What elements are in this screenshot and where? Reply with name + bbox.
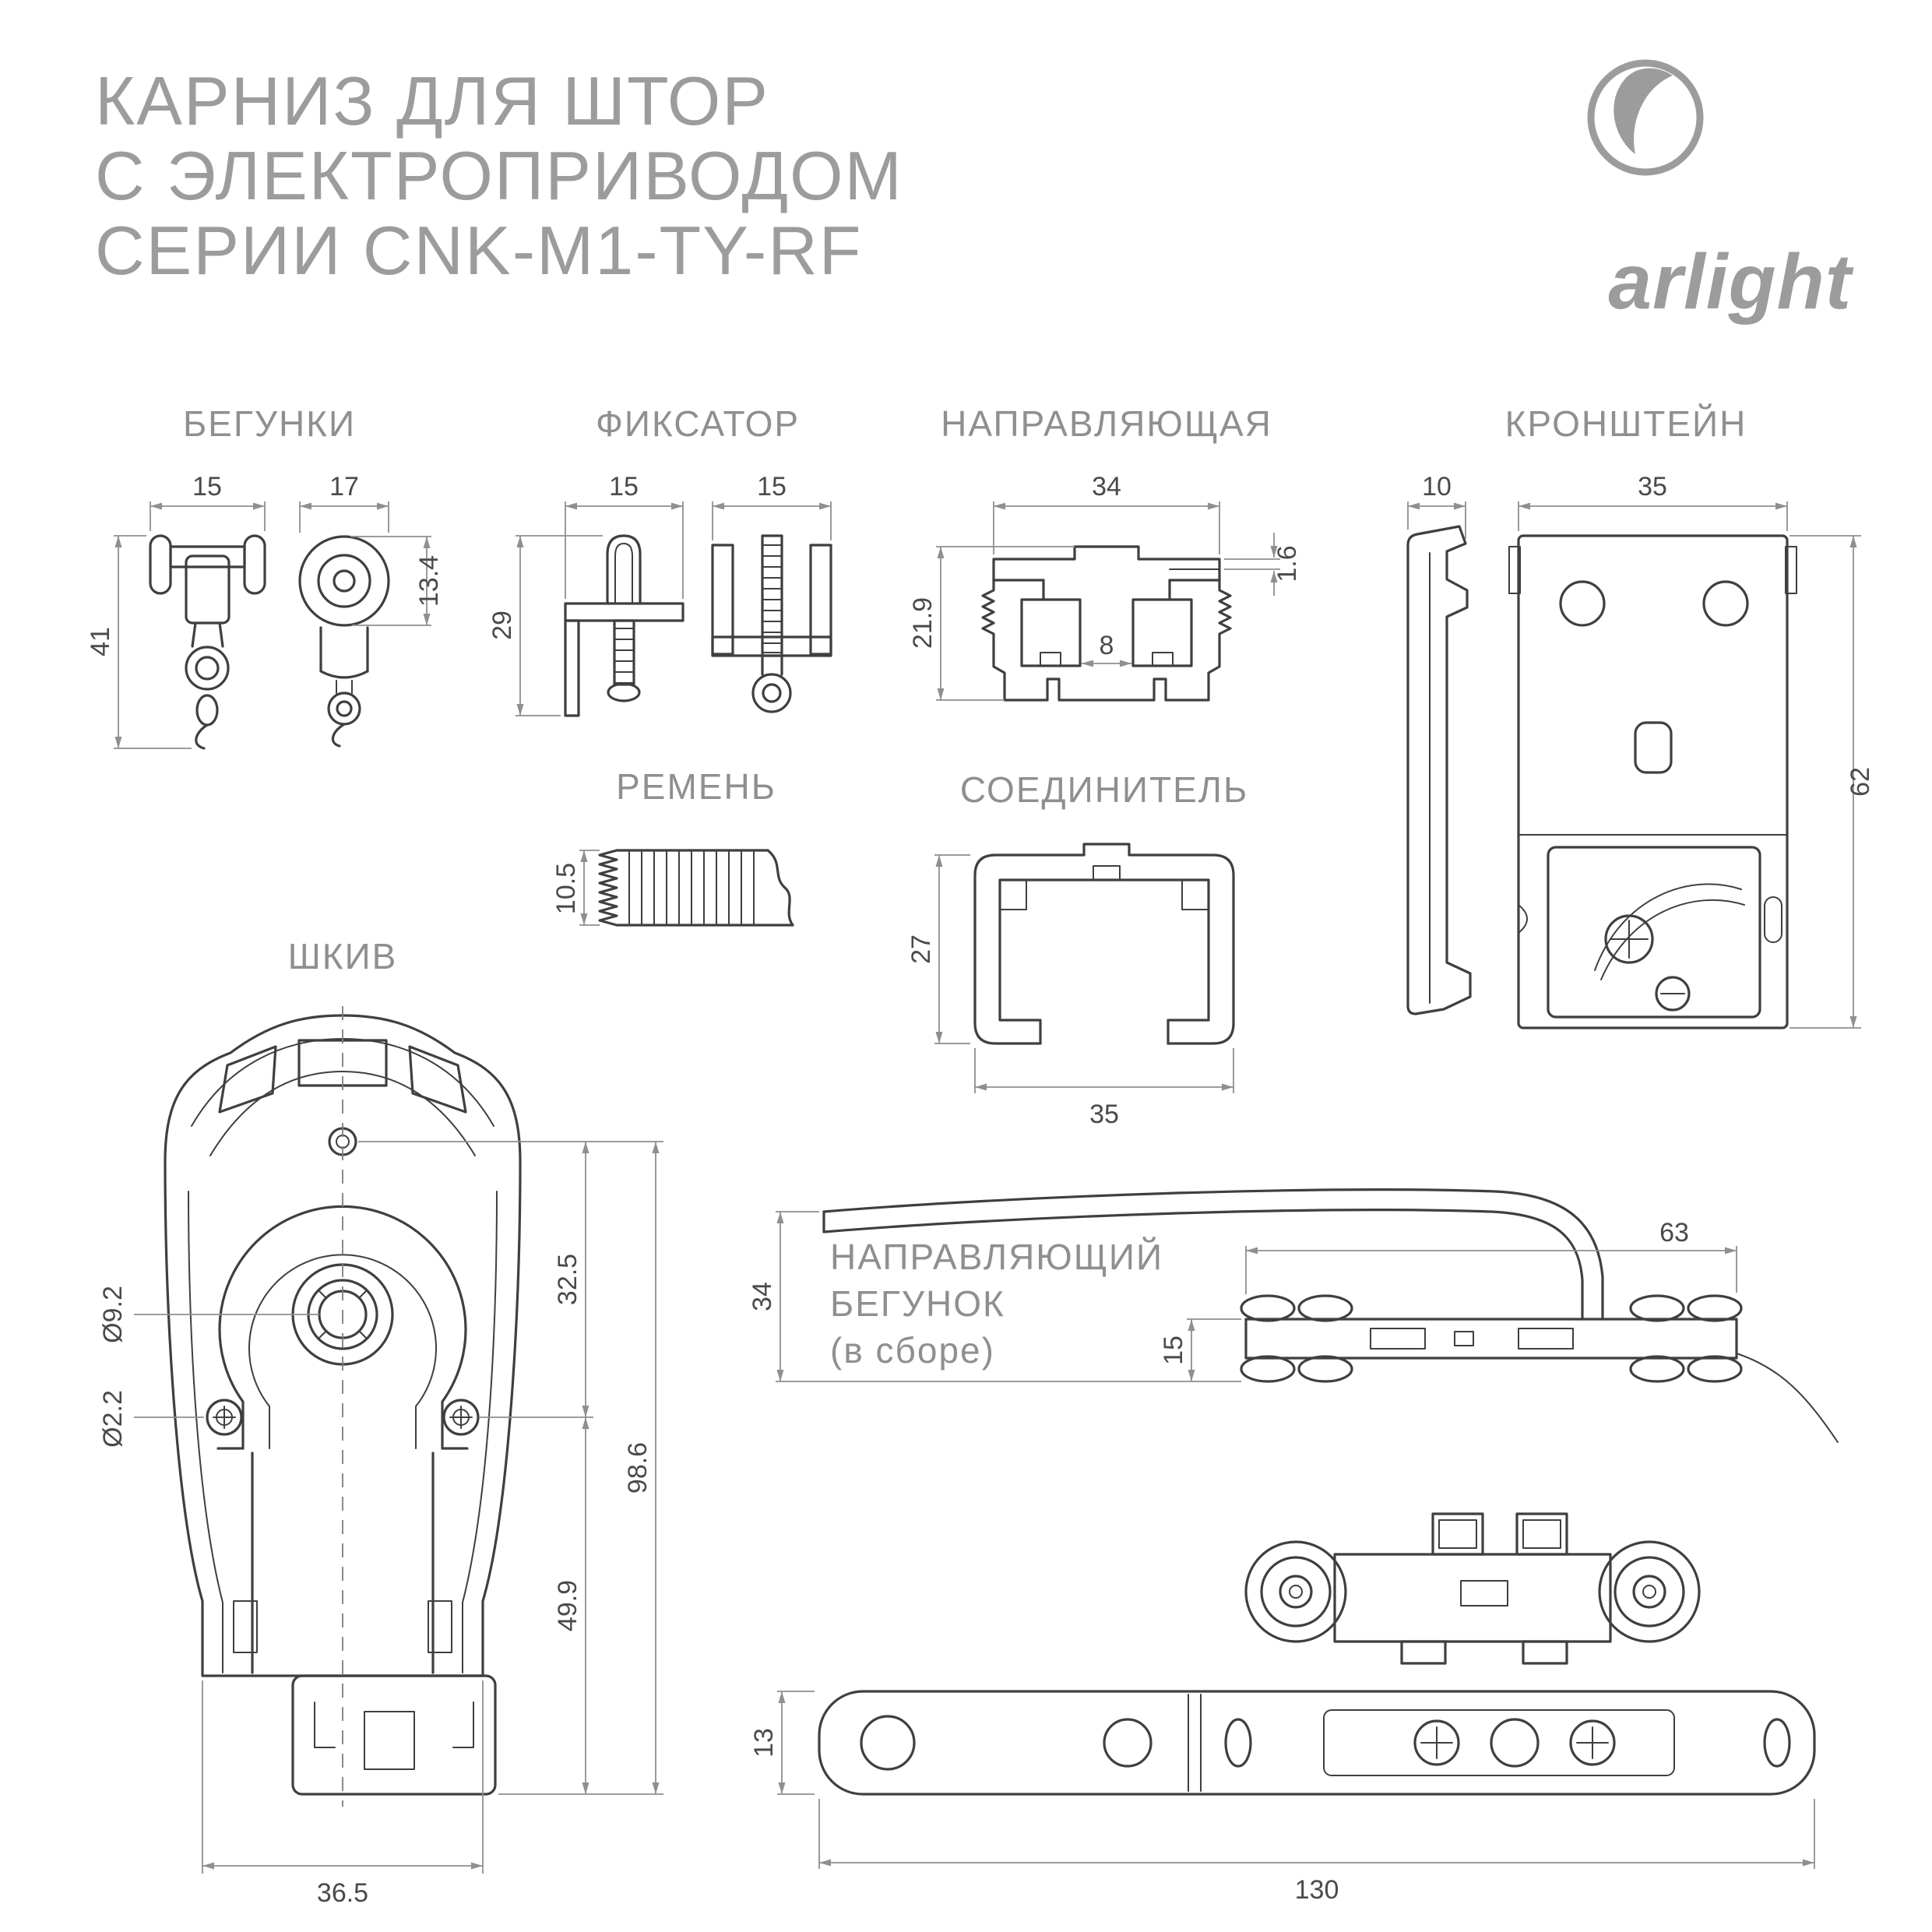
dim-pulley-bore-diameter: Ø9.2	[98, 1286, 319, 1343]
page-title-line2: С ЭЛЕКТРОПРИВОДОМ	[95, 137, 903, 214]
dim-guide-runner-bar-height: 13	[749, 1691, 815, 1795]
page-title-line1: КАРНИЗ ДЛЯ ШТОР	[95, 62, 769, 139]
dim-guide-runner-bar-length: 130	[818, 1799, 1815, 1905]
section-label-guide-runner-line2: БЕГУНОК	[830, 1283, 1005, 1324]
guide-runner-top-view	[1244, 1512, 1701, 1665]
fixator-drawing: 15 15 29	[487, 472, 832, 717]
dim-text: Ø2.2	[98, 1390, 128, 1448]
section-label-guide-runner-line3: (в сборе)	[830, 1330, 995, 1371]
arlight-logo-ring-icon	[1587, 59, 1704, 176]
runners-drawing: 15 17 41 13.4	[86, 472, 444, 750]
dim-text: 15	[1159, 1336, 1188, 1365]
dim-guide-rail-slot: 8	[1082, 631, 1131, 667]
dim-connector-width: 35	[974, 1048, 1234, 1129]
connector-drawing: 27 35	[906, 843, 1235, 1129]
dim-fixator-right-width: 15	[712, 472, 832, 540]
dim-guide-runner-overall-height: 34	[748, 1211, 1241, 1382]
dim-text: 10	[1422, 472, 1452, 501]
dim-guide-rail-wall: 1.6	[1224, 533, 1302, 596]
dim-text: 130	[1295, 1875, 1339, 1905]
bracket-drawing: 10 35 62	[1406, 472, 1875, 1029]
dim-guide-rail-height: 21.9	[908, 546, 1075, 701]
dim-text: 8	[1100, 631, 1114, 660]
section-label-connector: СОЕДИНИТЕЛЬ	[960, 769, 1248, 810]
section-label-runners: БЕГУНКИ	[183, 403, 356, 444]
dim-guide-runner-arm-length: 63	[1245, 1218, 1737, 1294]
guide-runner-side-view	[822, 1188, 1839, 1443]
bracket-front-view	[1508, 534, 1797, 1029]
dim-bracket-side-width: 10	[1407, 472, 1466, 539]
dim-text: 36.5	[317, 1878, 368, 1908]
dim-text: 29	[487, 611, 517, 640]
dim-pulley-width: 36.5	[202, 1680, 484, 1908]
runner-front-view	[149, 534, 266, 750]
dim-fixator-left-width: 15	[565, 472, 684, 599]
dim-text: 35	[1638, 472, 1667, 501]
runner-side-view	[298, 535, 390, 748]
dim-runners-roller-height: 13.4	[350, 536, 444, 626]
section-label-pulley: ШКИВ	[288, 936, 398, 977]
dim-text: 34	[1092, 472, 1121, 501]
dim-text: 41	[86, 627, 115, 656]
page-title-line3: СЕРИИ CNK-M1-TY-RF	[95, 212, 863, 289]
dim-pulley-lower-height: 49.9	[498, 1417, 663, 1795]
dim-pulley-total-height: 98.6	[623, 1142, 660, 1794]
dim-text: 13	[749, 1728, 779, 1758]
dim-runners-side-width: 17	[299, 472, 389, 533]
dim-text: 34	[748, 1282, 777, 1311]
dim-text: 21.9	[908, 597, 938, 649]
dim-text: 15	[192, 472, 222, 501]
dim-text: 15	[757, 472, 787, 501]
dim-text: 1.6	[1272, 545, 1302, 582]
guide-rail-drawing: 34 1.6 21.9 8	[908, 472, 1302, 702]
section-label-fixator: ФИКСАТОР	[596, 403, 800, 444]
section-label-belt: РЕМЕНЬ	[616, 766, 776, 807]
dim-runners-height: 41	[86, 535, 192, 749]
arlight-logo-text: arlight	[1608, 238, 1853, 326]
dim-bracket-front-width: 35	[1518, 472, 1788, 531]
dim-text: 32.5	[553, 1254, 582, 1305]
dim-guide-rail-width: 34	[993, 472, 1220, 554]
arlight-logo: arlight	[1587, 59, 1853, 326]
section-label-guide-runner-line1: НАПРАВЛЯЮЩИЙ	[830, 1237, 1163, 1277]
dim-text: 10.5	[551, 863, 581, 914]
dim-text: 27	[906, 934, 936, 964]
bracket-side-view	[1406, 525, 1472, 1015]
dim-guide-runner-carriage-height: 15	[1159, 1318, 1241, 1381]
dim-text: 98.6	[623, 1442, 653, 1494]
dim-text: 62	[1846, 767, 1875, 797]
dim-text: Ø9.2	[98, 1286, 128, 1343]
section-label-bracket: КРОНШТЕЙН	[1505, 403, 1747, 444]
dim-text: 15	[609, 472, 639, 501]
dim-bracket-height: 62	[1789, 535, 1875, 1029]
pulley-drawing: 32.5 49.9 98.6 Ø9.2 Ø2.2 36.5	[98, 1006, 663, 1908]
fixator-front-view	[711, 534, 832, 713]
dim-fixator-height: 29	[487, 535, 603, 716]
dim-runners-front-width: 15	[150, 472, 266, 531]
arlight-logo-flame-icon	[1614, 68, 1673, 154]
dim-pulley-screw-diameter: Ø2.2	[98, 1390, 204, 1448]
dim-text: 63	[1659, 1218, 1689, 1248]
guide-runner-drawing: 63 34 15 13 130	[748, 1188, 1839, 1905]
dim-text: 49.9	[553, 1580, 582, 1631]
dim-connector-height: 27	[906, 854, 970, 1044]
dim-text: 17	[329, 472, 359, 501]
fixator-side-view	[564, 534, 684, 717]
page-header: КАРНИЗ ДЛЯ ШТОР С ЭЛЕКТРОПРИВОДОМ СЕРИИ …	[95, 59, 1853, 326]
belt-drawing: 10.5	[551, 849, 794, 927]
dim-text: 13.4	[414, 555, 444, 607]
section-label-guide-rail: НАПРАВЛЯЮЩАЯ	[941, 403, 1272, 444]
dim-text: 35	[1089, 1100, 1119, 1129]
dim-belt-height: 10.5	[551, 850, 600, 926]
guide-runner-bottom-view	[818, 1690, 1816, 1796]
dim-pulley-upper-height: 32.5	[358, 1141, 663, 1418]
